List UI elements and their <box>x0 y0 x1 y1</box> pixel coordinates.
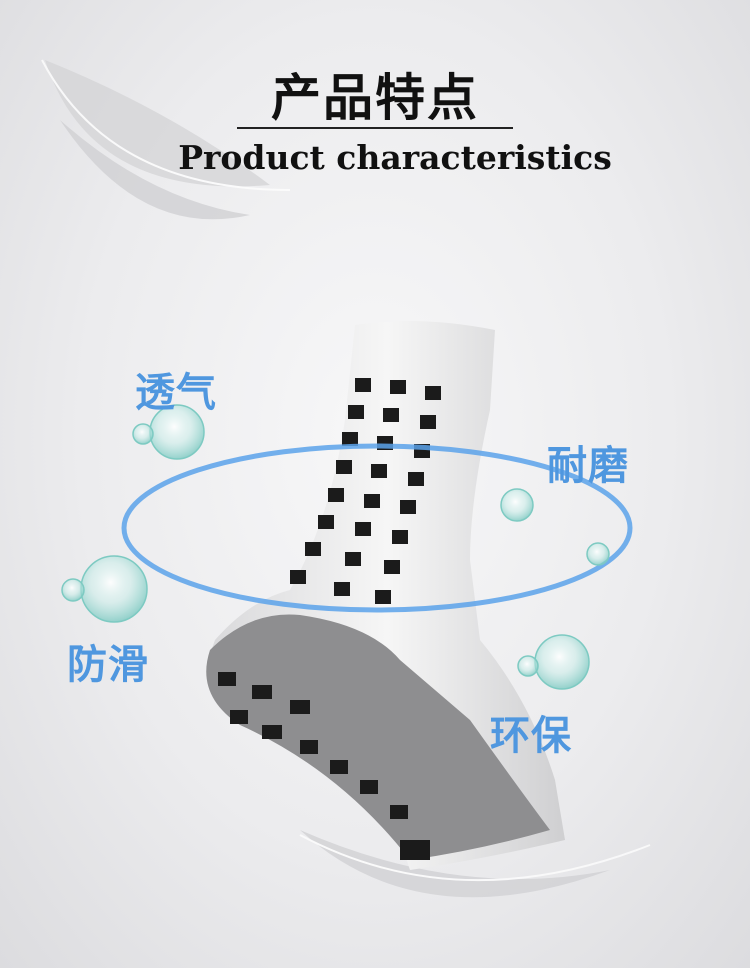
feature-wear-resistant: 耐磨 <box>547 442 629 489</box>
page-title: 产品特点 <box>271 68 479 127</box>
feature-breathable: 透气 <box>135 369 217 416</box>
bubbles <box>61 404 610 690</box>
feature-eco-friendly: 环保 <box>490 712 572 759</box>
orbit-ring <box>121 443 633 613</box>
title-divider <box>237 127 513 129</box>
grip-pads <box>218 378 441 860</box>
feature-anti-slip: 防滑 <box>67 641 149 688</box>
page-subtitle: Product characteristics <box>178 138 612 177</box>
sock-image <box>206 321 565 870</box>
feather-top-left <box>41 59 291 220</box>
feather-bottom <box>299 830 651 898</box>
